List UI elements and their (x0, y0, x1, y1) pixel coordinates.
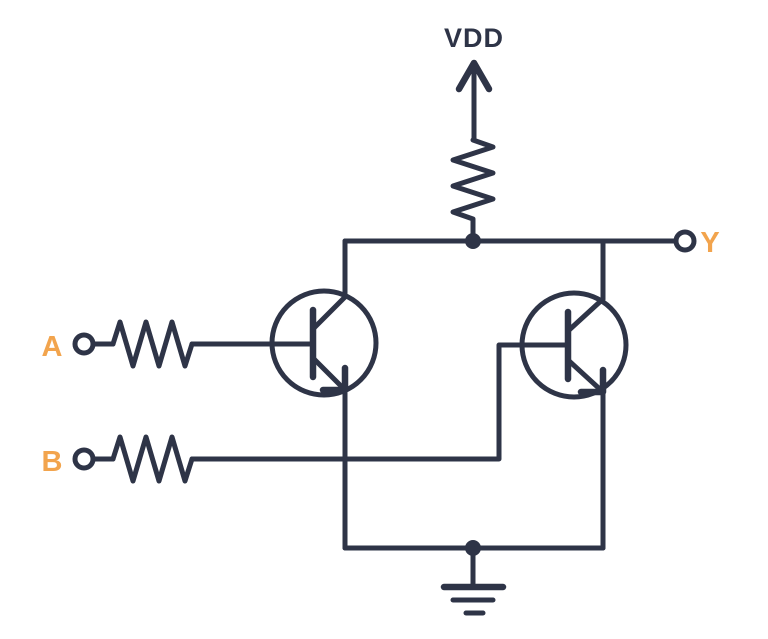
pullup-resistor-icon (450, 137, 496, 244)
left-transistor-collector-diag (310, 294, 348, 332)
left-transistor (269, 238, 379, 551)
right-transistor-collector-diag (565, 296, 606, 334)
right-transistor-body-icon (519, 290, 629, 400)
left-transistor-body-icon (269, 288, 379, 398)
left-transistor-emitter-diag (310, 355, 348, 393)
input-b-label: B (42, 446, 63, 478)
input-b: B (42, 342, 571, 484)
input-a-terminal-icon (72, 332, 96, 356)
input-b-terminal-icon (72, 447, 96, 471)
vdd-label: VDD (444, 23, 504, 53)
output-y-terminal-icon (673, 229, 697, 253)
output-y-label: Y (700, 227, 719, 259)
output-y: Y (673, 227, 720, 259)
input-b-base-wire (189, 342, 571, 462)
input-b-resistor-icon (110, 434, 195, 484)
right-transistor-emitter-arrow-icon (577, 366, 607, 396)
vdd-arrow-head-icon (455, 59, 493, 93)
ground (440, 545, 507, 616)
right-transistor-emitter-diag (565, 357, 606, 395)
left-transistor-emitter-arrow-icon (319, 364, 349, 394)
vdd-supply: VDD (444, 23, 504, 143)
input-a: A (42, 319, 316, 369)
input-a-resistor-icon (110, 319, 195, 369)
top-junction-dot (465, 233, 481, 249)
input-a-label: A (42, 331, 63, 363)
right-transistor (519, 238, 629, 551)
